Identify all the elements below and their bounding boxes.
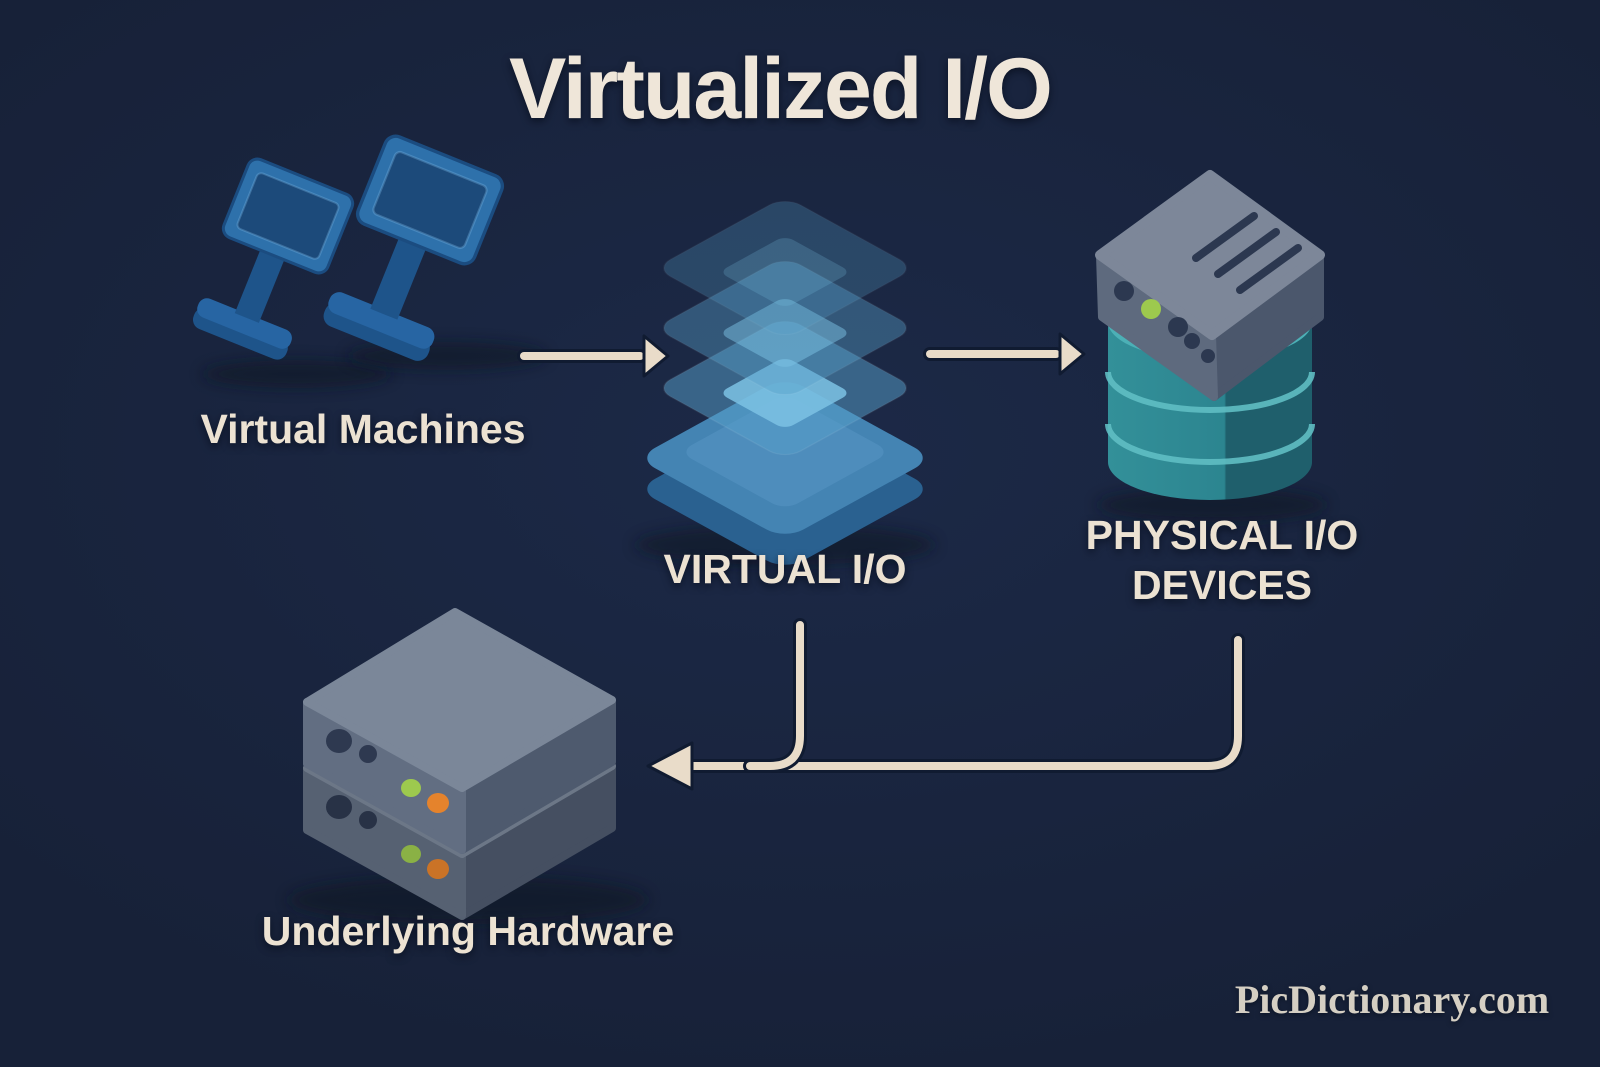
arrow-virtual-io-to-physical bbox=[923, 332, 1086, 376]
arrow-vm-to-virtual-io bbox=[517, 334, 670, 378]
watermark-text: PicDictionary.com bbox=[1234, 977, 1550, 1022]
dual-monitors-icon bbox=[192, 134, 505, 361]
orange-led bbox=[427, 793, 449, 813]
server-unit-top bbox=[303, 608, 616, 854]
green-led bbox=[1141, 299, 1161, 319]
monitor-right-icon bbox=[323, 134, 505, 361]
green-led bbox=[401, 779, 421, 797]
label-physical-io-line1: PHYSICAL I/O bbox=[1085, 512, 1359, 558]
connector-to-underlying-hardware bbox=[646, 618, 1245, 791]
label-virtual-io: VIRTUAL I/O bbox=[663, 546, 907, 592]
label-virtual-machines: Virtual Machines bbox=[200, 406, 526, 452]
network-device-box-icon bbox=[1095, 170, 1325, 401]
label-underlying-hardware: Underlying Hardware bbox=[261, 908, 675, 954]
stacked-server-boxes-icon bbox=[303, 608, 616, 920]
label-physical-io-devices: PHYSICAL I/O DEVICES bbox=[1012, 510, 1432, 610]
io-device-on-database-cylinder-icon bbox=[1095, 170, 1325, 500]
green-led bbox=[401, 845, 421, 863]
page-title: Virtualized I/O bbox=[509, 41, 1053, 137]
label-physical-io-line2: DEVICES bbox=[1132, 562, 1312, 609]
orange-led bbox=[427, 859, 449, 879]
monitor-left-icon bbox=[192, 157, 355, 360]
layered-diamond-stack-icon bbox=[647, 201, 923, 565]
